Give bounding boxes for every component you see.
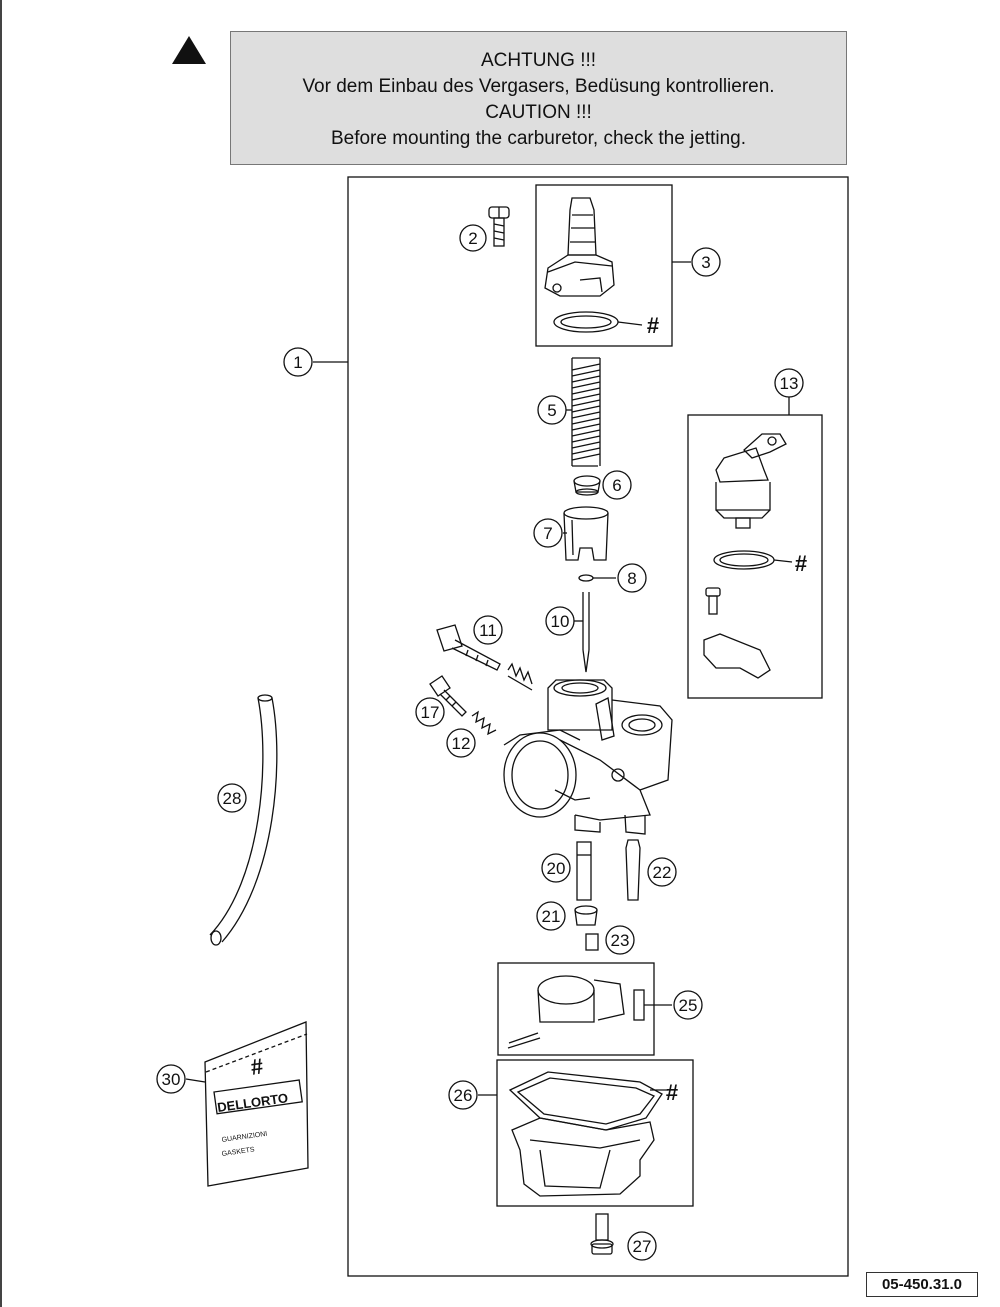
choke-bracket-drawing — [703, 633, 771, 679]
tube-28-drawing — [209, 697, 264, 936]
callout-8 — [617, 563, 647, 593]
idle-jet-23-drawing — [585, 933, 599, 951]
subassembly-box-26 — [496, 1059, 694, 1207]
callout-26-label: 26 — [454, 1086, 473, 1105]
hash-mark-choke-gasket: # — [795, 551, 807, 576]
callout-13 — [774, 368, 804, 398]
caution-notice: ACHTUNG !!! Vor dem Einbau des Vergasers… — [230, 31, 847, 165]
callout-5-label: 5 — [547, 401, 556, 420]
callout-2 — [459, 224, 487, 252]
subassembly-box-13 — [687, 414, 823, 699]
leader-30 — [185, 1078, 206, 1083]
gasket-bag-30-drawing — [204, 1021, 309, 1187]
caution-line-de-text: Vor dem Einbau des Vergasers, Bedüsung k… — [302, 76, 775, 97]
screw-2-drawing — [488, 206, 510, 247]
caution-line-de-title: ACHTUNG !!! — [480, 50, 597, 71]
subassembly-box-25 — [497, 962, 655, 1056]
callout-20-label: 20 — [547, 859, 566, 878]
callout-3-label: 3 — [701, 253, 710, 272]
caution-line-en-title: CAUTION !!! — [485, 102, 592, 123]
choke-screw-drawing — [705, 587, 721, 615]
leader-hash-3 — [617, 321, 643, 326]
bowl-screw-27-drawing — [590, 1213, 614, 1255]
retainer-6-drawing — [573, 475, 601, 496]
callout-12-label: 12 — [452, 734, 471, 753]
callout-7-label: 7 — [543, 524, 552, 543]
float-needle-drawing — [633, 989, 672, 1021]
callout-30-label: 30 — [162, 1070, 181, 1089]
emulsion-tube-20-drawing — [576, 841, 592, 901]
caution-line-en-text: Before mounting the carburetor, check th… — [330, 128, 747, 149]
subassembly-box-3 — [535, 184, 673, 347]
callout-1 — [283, 347, 313, 377]
callout-11 — [473, 615, 503, 645]
float-pin-drawing — [507, 1037, 541, 1049]
callout-25-label: 25 — [679, 996, 698, 1015]
cap-oring-drawing — [553, 311, 619, 333]
callout-11-label: 11 — [479, 621, 497, 640]
callout-22 — [647, 857, 677, 887]
callout-27-label: 27 — [633, 1237, 652, 1256]
callout-28 — [217, 783, 247, 813]
float-drawing — [537, 975, 625, 1023]
hash-mark-cap-oring: # — [647, 313, 659, 338]
spring-5-drawing — [571, 357, 601, 467]
callout-26 — [448, 1080, 478, 1110]
clip-8-drawing — [578, 574, 594, 582]
callout-30 — [156, 1064, 186, 1094]
spring-12-drawing — [471, 710, 497, 736]
callout-7 — [533, 518, 563, 548]
callout-10 — [545, 606, 575, 636]
spring-11-drawing — [507, 662, 533, 691]
hash-mark-bowl-gasket: # — [666, 1080, 678, 1105]
callout-8-label: 8 — [627, 569, 636, 588]
idle-screw-11-drawing — [436, 624, 501, 671]
hash-mark-gasket-bag: # — [249, 1053, 265, 1079]
jet-needle-22-drawing — [625, 839, 641, 901]
bag-brand-label: DELLORTO — [216, 1090, 289, 1115]
part-code-label: 05-450.31.0 — [866, 1272, 978, 1297]
callout-22-label: 22 — [653, 863, 672, 882]
page-edge-line — [0, 0, 2, 1307]
callout-6-label: 6 — [612, 476, 621, 495]
warning-triangle-icon — [172, 36, 206, 64]
throttle-cap-drawing — [544, 197, 615, 297]
callout-10-label: 10 — [551, 612, 570, 631]
callout-6 — [602, 470, 632, 500]
callout-2-label: 2 — [468, 229, 477, 248]
callout-17-label: 17 — [421, 703, 440, 722]
callout-21-label: 21 — [542, 907, 561, 926]
screw-17-drawing — [429, 675, 467, 717]
carburetor-body-drawing — [503, 679, 673, 835]
main-jet-21-drawing — [574, 905, 598, 926]
callout-12 — [446, 728, 476, 758]
callout-3 — [691, 247, 721, 277]
callout-25 — [673, 990, 703, 1020]
callout-23-label: 23 — [611, 931, 630, 950]
bag-label-line1: GUARNIZIONI — [221, 1131, 267, 1144]
callout-27 — [627, 1231, 657, 1261]
callout-17 — [415, 697, 445, 727]
callout-21 — [536, 901, 566, 931]
choke-assembly-drawing — [715, 433, 787, 529]
bag-label-line2: GASKETS — [221, 1146, 255, 1158]
assembly-frame — [347, 176, 849, 1277]
needle-10-drawing — [582, 592, 590, 673]
throttle-slide-7-drawing — [563, 506, 609, 561]
callout-23 — [605, 925, 635, 955]
callout-28-label: 28 — [223, 789, 242, 808]
callout-20 — [541, 853, 571, 883]
callout-5 — [537, 395, 567, 425]
callout-13-label: 13 — [780, 374, 799, 393]
float-bowl-drawing — [511, 1117, 655, 1197]
callout-1-label: 1 — [293, 353, 302, 372]
